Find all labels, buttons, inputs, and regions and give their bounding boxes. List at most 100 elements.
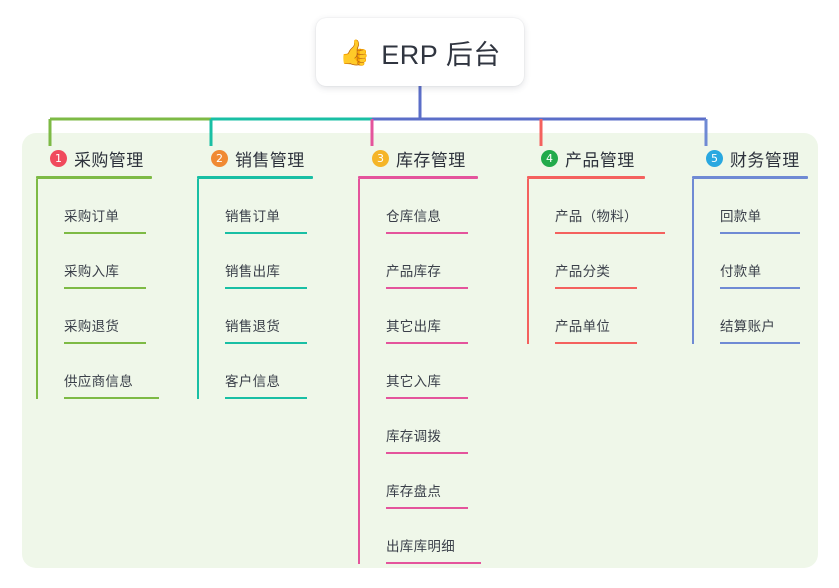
leaf-rule — [64, 287, 146, 289]
leaf-label: 销售出库 — [225, 264, 281, 279]
leaf-item[interactable]: 其它出库 — [386, 289, 478, 344]
leaf-rule — [720, 342, 800, 344]
branch-header-2[interactable]: 2 销售管理 — [197, 146, 313, 170]
branch-children-3: 仓库信息产品库存其它出库其它入库库存调拨库存盘点出库库明细 — [358, 179, 481, 564]
leaf-rule — [386, 507, 468, 509]
leaf-rule — [225, 342, 307, 344]
branch-children-5: 回款单付款单结算账户 — [692, 179, 808, 344]
leaf-rule — [555, 287, 637, 289]
leaf-item[interactable]: 产品（物料） — [555, 179, 665, 234]
leaf-rule — [386, 342, 468, 344]
branch-label-4: 产品管理 — [565, 150, 635, 170]
leaf-label: 产品（物料） — [555, 209, 638, 224]
branch-label-3: 库存管理 — [396, 150, 466, 170]
leaf-label: 客户信息 — [225, 374, 281, 389]
branch-children-4: 产品（物料） 产品分类产品单位 — [527, 179, 665, 344]
leaf-item[interactable]: 销售退货 — [225, 289, 313, 344]
leaf-rule — [64, 342, 146, 344]
branch-header-3[interactable]: 3 库存管理 — [358, 146, 478, 170]
branch-badge-1: 1 — [50, 149, 67, 167]
branch-spine-2 — [197, 179, 199, 399]
leaf-label: 回款单 — [720, 209, 762, 224]
leaf-label: 销售退货 — [225, 319, 281, 334]
leaf-label: 付款单 — [720, 264, 762, 279]
leaf-label: 仓库信息 — [386, 209, 442, 224]
branch-spine-5 — [692, 179, 694, 344]
leaf-item[interactable]: 供应商信息 — [64, 344, 159, 399]
branch-badge-5: 5 — [706, 149, 723, 167]
leaf-rule — [555, 342, 637, 344]
leaf-label: 结算账户 — [720, 319, 776, 334]
leaf-label: 其它入库 — [386, 374, 442, 389]
leaf-item[interactable]: 仓库信息 — [386, 179, 478, 234]
branch-spine-4 — [527, 179, 529, 344]
branch-badge-4: 4 — [541, 149, 558, 167]
branch-column-1: 1 采购管理采购订单采购入库采购退货供应商信息 — [36, 146, 159, 399]
leaf-rule — [64, 232, 146, 234]
leaf-label: 其它出库 — [386, 319, 442, 334]
branch-header-5[interactable]: 5 财务管理 — [692, 146, 808, 170]
leaf-item[interactable]: 库存调拨 — [386, 399, 478, 454]
leaf-label: 采购订单 — [64, 209, 120, 224]
branch-spine-3 — [358, 179, 360, 564]
leaf-label: 销售订单 — [225, 209, 281, 224]
leaf-rule — [225, 397, 307, 399]
leaf-item[interactable]: 销售出库 — [225, 234, 313, 289]
branch-label-5: 财务管理 — [730, 150, 800, 170]
leaf-label: 采购退货 — [64, 319, 120, 334]
leaf-item[interactable]: 产品单位 — [555, 289, 645, 344]
branch-rule-2 — [197, 176, 313, 179]
leaf-item[interactable]: 出库库明细 — [386, 509, 481, 564]
leaf-label: 产品库存 — [386, 264, 442, 279]
branch-column-3: 3 库存管理仓库信息产品库存其它出库其它入库库存调拨库存盘点出库库明细 — [358, 146, 481, 564]
branch-children-2: 销售订单销售出库销售退货客户信息 — [197, 179, 313, 399]
leaf-rule — [555, 232, 665, 234]
root-node-content: 👍 ERP 后台 — [339, 33, 501, 72]
leaf-label: 产品单位 — [555, 319, 611, 334]
branch-column-2: 2 销售管理销售订单销售出库销售退货客户信息 — [197, 146, 313, 399]
root-node-label: ERP 后台 — [381, 39, 501, 70]
root-node[interactable]: 👍 ERP 后台 — [316, 18, 524, 86]
leaf-rule — [386, 562, 481, 564]
leaf-label: 库存盘点 — [386, 484, 442, 499]
branch-children-1: 采购订单采购入库采购退货供应商信息 — [36, 179, 159, 399]
branch-rule-5 — [692, 176, 808, 179]
leaf-item[interactable]: 库存盘点 — [386, 454, 478, 509]
branch-column-4: 4 产品管理产品（物料） 产品分类产品单位 — [527, 146, 665, 344]
branch-rule-3 — [358, 176, 478, 179]
leaf-rule — [386, 397, 468, 399]
branch-rule-4 — [527, 176, 645, 179]
leaf-item[interactable]: 结算账户 — [720, 289, 808, 344]
branch-label-1: 采购管理 — [74, 150, 144, 170]
branch-label-2: 销售管理 — [235, 150, 305, 170]
branch-header-4[interactable]: 4 产品管理 — [527, 146, 645, 170]
leaf-item[interactable]: 采购订单 — [64, 179, 152, 234]
leaf-item[interactable]: 付款单 — [720, 234, 808, 289]
branch-header-1[interactable]: 1 采购管理 — [36, 146, 152, 170]
branch-badge-3: 3 — [372, 149, 389, 167]
leaf-rule — [64, 397, 159, 399]
leaf-item[interactable]: 客户信息 — [225, 344, 313, 399]
leaf-item[interactable]: 采购退货 — [64, 289, 152, 344]
leaf-rule — [225, 287, 307, 289]
background-panel — [22, 133, 818, 568]
leaf-item[interactable]: 其它入库 — [386, 344, 478, 399]
leaf-label: 产品分类 — [555, 264, 611, 279]
leaf-item[interactable]: 产品分类 — [555, 234, 645, 289]
leaf-label: 供应商信息 — [64, 374, 133, 389]
branch-rule-1 — [36, 176, 152, 179]
leaf-rule — [720, 232, 800, 234]
leaf-label: 库存调拨 — [386, 429, 442, 444]
leaf-rule — [386, 287, 468, 289]
thumbs-up-icon: 👍 — [339, 37, 371, 67]
branch-spine-1 — [36, 179, 38, 399]
leaf-rule — [720, 287, 800, 289]
leaf-rule — [386, 452, 468, 454]
branch-badge-2: 2 — [211, 149, 228, 167]
leaf-item[interactable]: 产品库存 — [386, 234, 478, 289]
leaf-item[interactable]: 销售订单 — [225, 179, 313, 234]
leaf-label: 采购入库 — [64, 264, 120, 279]
leaf-item[interactable]: 采购入库 — [64, 234, 152, 289]
leaf-item[interactable]: 回款单 — [720, 179, 808, 234]
